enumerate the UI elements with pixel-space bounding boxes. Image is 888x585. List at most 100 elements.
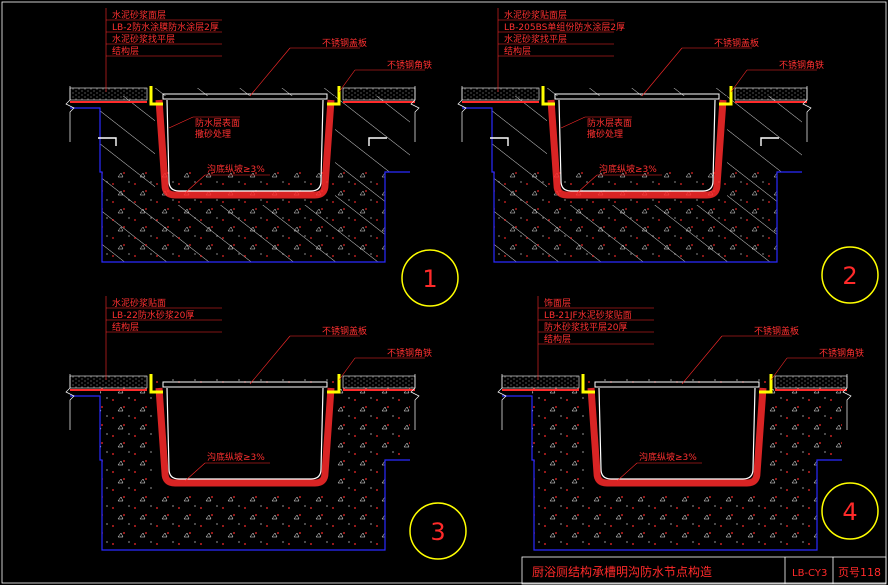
structure-hatch bbox=[100, 376, 410, 550]
layer-label-3: 水泥砂浆找平层 bbox=[112, 33, 175, 45]
anchor-left bbox=[98, 137, 117, 146]
channel-inner-face bbox=[166, 387, 324, 480]
layer-label-3: 防水砂浆找平层20厚 bbox=[544, 321, 627, 333]
cover-plate-label: 不锈钢盖板 bbox=[322, 37, 367, 49]
layer-label-1: 水泥砂浆贴面层 bbox=[504, 9, 567, 21]
inner-label-1: 防水层表面 bbox=[587, 117, 632, 129]
slope-label: 沟底纵坡≥3% bbox=[207, 451, 265, 463]
layer-label-1: 饰面层 bbox=[544, 297, 571, 309]
layer-label-3: 水泥砂浆找平层 bbox=[504, 33, 567, 45]
slope-label: 沟底纵坡≥3% bbox=[207, 163, 265, 175]
inner-label-2: 撒砂处理 bbox=[587, 128, 623, 140]
slope-label: 沟底纵坡≥3% bbox=[599, 163, 657, 175]
detail-number-bubble bbox=[401, 249, 459, 307]
structure-hatch bbox=[532, 376, 842, 550]
floor-layer-right bbox=[734, 87, 808, 101]
channel-inner-face bbox=[598, 387, 756, 480]
slab-fill bbox=[102, 172, 385, 262]
leader-line bbox=[770, 357, 788, 381]
inner-label-1: 防水层表面 bbox=[195, 117, 240, 129]
leader-line bbox=[730, 69, 748, 93]
floor-layer-left bbox=[69, 375, 148, 389]
leader-line bbox=[338, 69, 356, 93]
layer-label-2: LB-21JF水泥砂浆贴面 bbox=[544, 309, 632, 321]
cover-plate-label: 不锈钢盖板 bbox=[714, 37, 759, 49]
layer-label-4: 结构层 bbox=[544, 333, 571, 345]
leader-line bbox=[249, 335, 291, 385]
layer-label-4: 结构层 bbox=[504, 45, 531, 57]
layer-label-2: LB-2防水涂膜防水涂层2厚 bbox=[112, 21, 219, 33]
structure-outline bbox=[462, 107, 802, 263]
break-line-right bbox=[410, 374, 420, 430]
channel-waterproof-lining bbox=[155, 387, 335, 487]
leader-line bbox=[168, 116, 194, 129]
anchor-right bbox=[368, 137, 387, 146]
leader-line bbox=[338, 357, 356, 381]
break-line-left bbox=[457, 86, 467, 142]
structure-outline bbox=[70, 107, 410, 263]
steel-angle-label: 不锈钢角铁 bbox=[779, 59, 824, 71]
break-line-right bbox=[802, 86, 812, 142]
steel-angle-label: 不锈钢角铁 bbox=[819, 347, 864, 359]
layer-label-4: 结构层 bbox=[112, 45, 139, 57]
structure-outline bbox=[502, 395, 842, 551]
break-line-left bbox=[497, 374, 507, 430]
layer-label-2: LB-22防水砂浆20厚 bbox=[112, 309, 194, 321]
inner-label-2: 撒砂处理 bbox=[195, 128, 231, 140]
title-block-code: LB-CY3 bbox=[792, 568, 827, 579]
leader-line bbox=[616, 462, 638, 482]
leader-line bbox=[249, 47, 291, 97]
break-line-left bbox=[65, 86, 75, 142]
break-line-right bbox=[842, 374, 852, 430]
floor-layer-left bbox=[501, 375, 580, 389]
floor-layer-left bbox=[69, 87, 148, 101]
steel-angle-label: 不锈钢角铁 bbox=[387, 59, 432, 71]
cover-plate bbox=[162, 381, 328, 388]
channel-waterproof-lining bbox=[155, 99, 335, 199]
structure-outline bbox=[70, 395, 410, 551]
leader-line bbox=[576, 174, 598, 194]
floor-layer-right bbox=[342, 87, 416, 101]
steel-angle-left bbox=[541, 86, 555, 106]
anchor-right bbox=[760, 137, 779, 146]
channel-inner-face bbox=[558, 99, 716, 192]
detail-number: 2 bbox=[842, 262, 857, 290]
channel-waterproof-lining bbox=[547, 99, 727, 199]
cover-plate bbox=[594, 381, 760, 388]
steel-angle-left bbox=[149, 86, 163, 106]
detail-number: 4 bbox=[842, 498, 857, 526]
channel-inner-face bbox=[166, 99, 324, 192]
layer-label-2: LB-205BS单组份防水涂层2厚 bbox=[504, 21, 625, 33]
leader-line bbox=[184, 174, 206, 194]
steel-angle-left bbox=[581, 374, 595, 394]
cover-plate bbox=[554, 93, 720, 100]
leader-line bbox=[681, 335, 723, 385]
channel-waterproof-lining bbox=[587, 387, 767, 487]
slope-label: 沟底纵坡≥3% bbox=[639, 451, 697, 463]
steel-angle-label: 不锈钢角铁 bbox=[387, 347, 432, 359]
break-line-right bbox=[410, 86, 420, 142]
detail-number-bubble bbox=[821, 246, 879, 304]
steel-angle-left bbox=[149, 374, 163, 394]
cover-plate bbox=[162, 93, 328, 100]
detail-number-bubble bbox=[409, 502, 467, 560]
layer-label-1: 水泥砂浆贴面 bbox=[112, 297, 166, 309]
title-block-title: 厨浴厕结构承槽明沟防水节点构造 bbox=[532, 564, 712, 579]
title-block-page: 页号118 bbox=[838, 566, 881, 579]
title-block: 厨浴厕结构承槽明沟防水节点构造 LB-CY3 页号118 bbox=[521, 556, 887, 585]
layer-label-3: 结构层 bbox=[112, 321, 139, 333]
layer-label-1: 水泥砂浆面层 bbox=[112, 9, 166, 21]
detail-number: 3 bbox=[430, 518, 445, 546]
slab-fill bbox=[494, 172, 777, 262]
leader-line bbox=[641, 47, 683, 97]
floor-layer-left bbox=[461, 87, 540, 101]
floor-layer-right bbox=[342, 375, 416, 389]
cover-plate-label: 不锈钢盖板 bbox=[754, 325, 799, 337]
anchor-left bbox=[490, 137, 509, 146]
cover-plate-label: 不锈钢盖板 bbox=[322, 325, 367, 337]
